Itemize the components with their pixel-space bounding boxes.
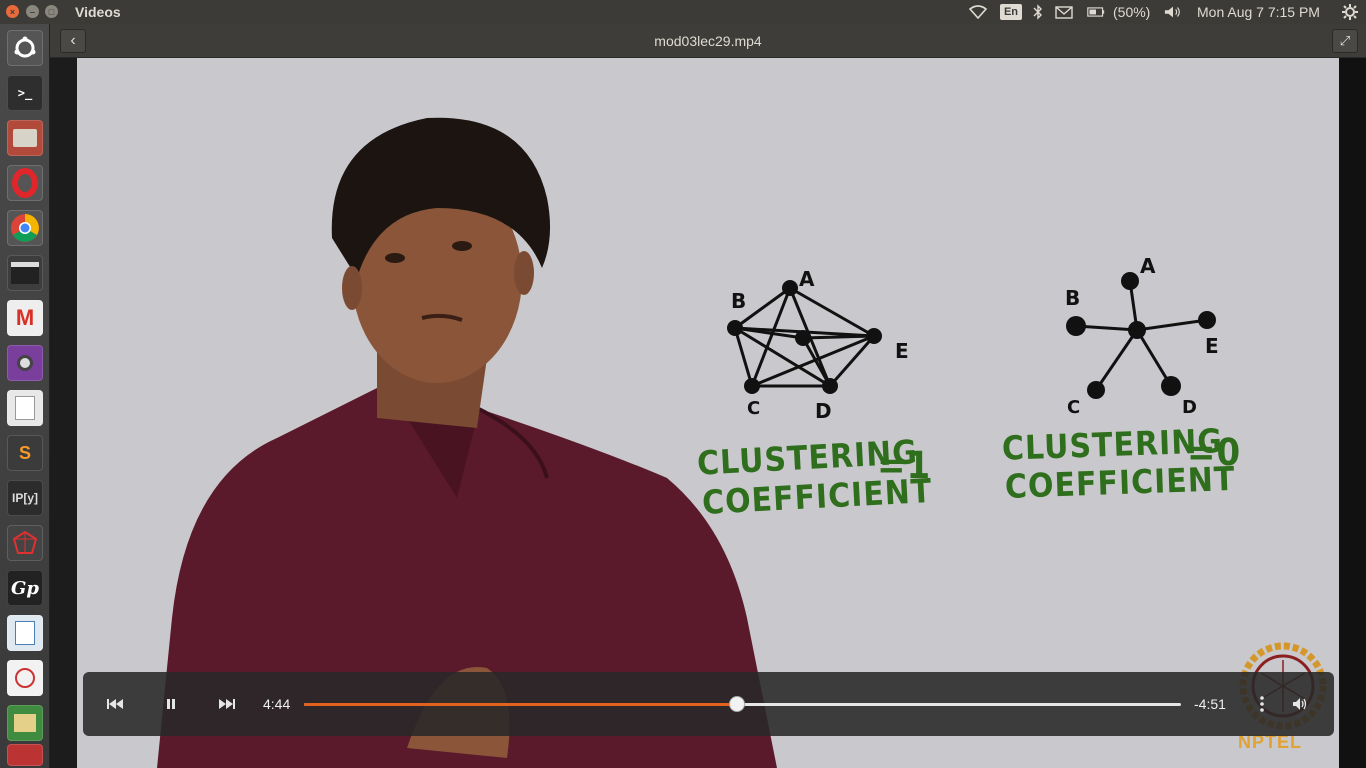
video-area[interactable]: A B C D E A B C: [50, 58, 1366, 768]
fullscreen-button[interactable]: ⤢: [1332, 29, 1358, 53]
sublime-text-icon[interactable]: S: [7, 435, 43, 471]
pause-icon[interactable]: [159, 694, 183, 714]
battery-percentage: (50%): [1113, 4, 1151, 20]
complete-graph-diagram: A B C D E: [727, 267, 909, 423]
chrome-icon[interactable]: [7, 210, 43, 246]
settings-gear-icon[interactable]: [1341, 4, 1359, 20]
graph1-node-e: E: [895, 339, 909, 363]
playback-controls: 4:44 -4:51: [83, 672, 1334, 736]
volume-icon[interactable]: [1164, 4, 1182, 20]
graph1-node-b: B: [731, 289, 746, 313]
seek-handle[interactable]: [729, 696, 746, 712]
window-maximize-button[interactable]: □: [45, 5, 58, 18]
time-elapsed: 4:44: [263, 696, 291, 712]
graph2-node-d: D: [1182, 397, 1197, 418]
graph1-node-c: C: [747, 398, 760, 419]
file-title: mod03lec29.mp4: [654, 33, 762, 49]
battery-icon[interactable]: [1087, 4, 1105, 20]
star-graph-diagram: A B C D E: [1065, 254, 1219, 418]
presenter-image: [157, 117, 777, 768]
graph2-node-a: A: [1140, 254, 1156, 278]
top-panel: × – □ Videos En (50%) Mon Aug 7 7:15 PM: [0, 0, 1366, 24]
graph1-node-a: A: [799, 267, 815, 291]
webcam-icon[interactable]: [7, 345, 43, 381]
seek-bar-progress: [304, 703, 738, 706]
graph2-node-c: C: [1067, 397, 1080, 418]
pdf-app-icon[interactable]: [7, 660, 43, 696]
network-app-icon[interactable]: [7, 525, 43, 561]
window-close-button[interactable]: ×: [6, 5, 19, 18]
volume-icon[interactable]: [1288, 694, 1312, 714]
keyboard-layout-indicator[interactable]: En: [1000, 4, 1022, 20]
gp-app-icon[interactable]: Gp: [7, 570, 43, 606]
next-icon[interactable]: [215, 694, 239, 714]
nptel-logo-text: NPTEL: [1238, 732, 1303, 752]
text-editor-icon[interactable]: [7, 390, 43, 426]
window-minimize-button[interactable]: –: [26, 5, 39, 18]
back-button[interactable]: ‹: [60, 29, 86, 53]
ubuntu-dash-icon[interactable]: [7, 30, 43, 66]
opera-icon[interactable]: [7, 165, 43, 201]
document-viewer-icon[interactable]: [7, 615, 43, 651]
video-frame[interactable]: A B C D E A B C: [77, 58, 1339, 768]
video-letterbox: [1339, 58, 1366, 768]
stack-app-icon[interactable]: [7, 744, 43, 766]
files-icon[interactable]: [7, 120, 43, 156]
gmail-icon[interactable]: M: [7, 300, 43, 336]
left-caption-value: =1: [877, 444, 932, 488]
archive-app-icon[interactable]: [7, 705, 43, 741]
app-title: Videos: [75, 4, 121, 20]
bluetooth-icon[interactable]: [1029, 4, 1047, 20]
ipython-icon[interactable]: IP[y]: [7, 480, 43, 516]
wifi-icon[interactable]: [969, 4, 987, 20]
seek-bar[interactable]: [304, 696, 1181, 712]
player-header: ‹ mod03lec29.mp4 ⤢: [50, 24, 1366, 58]
graph1-node-d: D: [815, 399, 832, 423]
clock[interactable]: Mon Aug 7 7:15 PM: [1197, 4, 1320, 20]
video-editor-icon[interactable]: [7, 255, 43, 291]
mail-icon[interactable]: [1055, 4, 1073, 20]
more-options-icon[interactable]: [1250, 694, 1274, 714]
graph2-node-b: B: [1065, 286, 1080, 310]
launcher: >_ M S IP[y] Gp: [0, 24, 50, 768]
previous-icon[interactable]: [103, 694, 127, 714]
right-caption-value: =0: [1187, 431, 1242, 475]
graph2-node-e: E: [1205, 334, 1219, 358]
time-remaining: -4:51: [1194, 696, 1226, 712]
terminal-icon[interactable]: >_: [7, 75, 43, 111]
